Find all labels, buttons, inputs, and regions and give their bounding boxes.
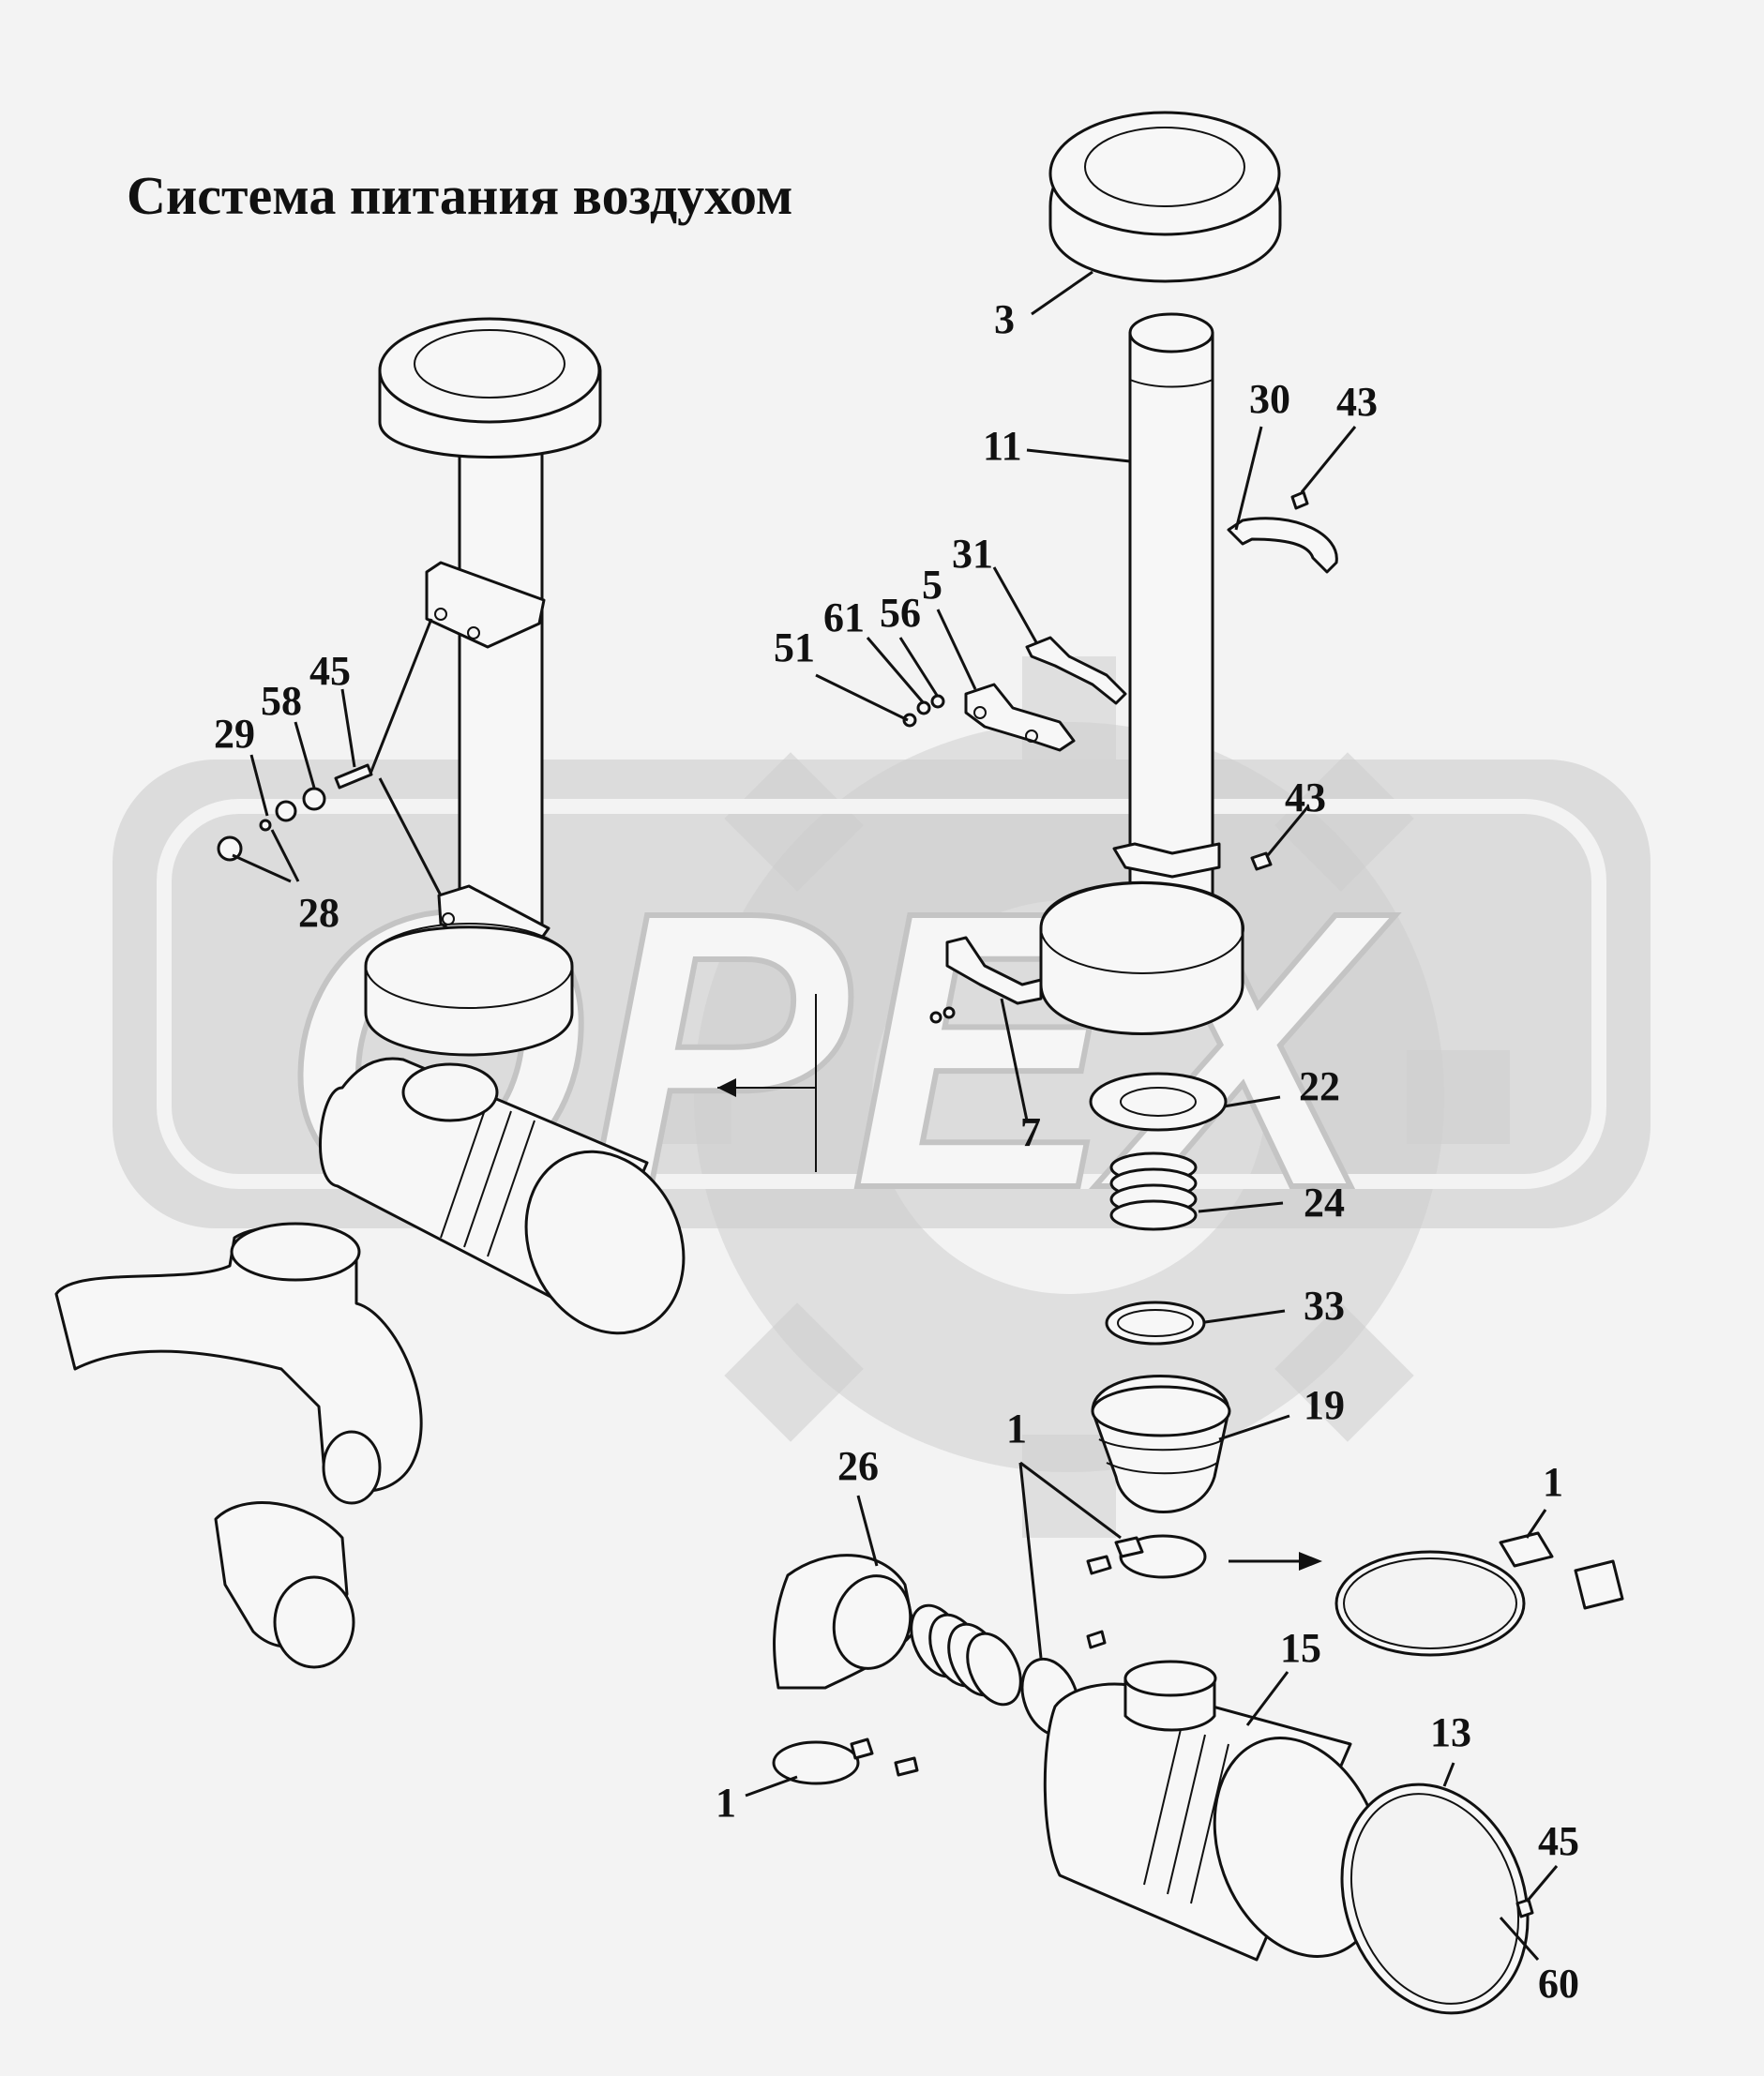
label-33: 33 (1304, 1283, 1345, 1329)
part-11-pipe (1128, 331, 1214, 916)
label-56: 56 (880, 590, 921, 636)
part-5-bracket (964, 683, 1076, 752)
watermark-band-inner (157, 799, 1606, 1189)
label-30: 30 (1249, 376, 1290, 422)
part-61-washer (916, 700, 931, 715)
part-29-washer (275, 800, 297, 822)
part-30-clamp (1227, 517, 1338, 574)
part-51-nut (902, 713, 917, 728)
label-45-right: 45 (1538, 1818, 1579, 1864)
right-filter-cup (1039, 880, 1244, 1035)
part-56-washer (930, 694, 945, 709)
label-26: 26 (837, 1443, 879, 1489)
label-11: 11 (983, 423, 1022, 469)
part-28-nut (217, 835, 243, 862)
part-58-washer (302, 787, 326, 811)
part-45-bolt-lower (1515, 1898, 1534, 1918)
label-5: 5 (922, 562, 942, 608)
label-43-top: 43 (1336, 379, 1378, 425)
label-19: 19 (1304, 1382, 1345, 1428)
label-43-mid: 43 (1285, 775, 1326, 820)
part-43-bolt-top (1290, 490, 1309, 510)
label-3: 3 (994, 296, 1015, 342)
part-43-bolt-mid (1250, 851, 1273, 871)
label-29: 29 (214, 711, 255, 757)
label-61: 61 (823, 594, 865, 640)
label-28: 28 (298, 890, 339, 936)
assembled-air-filter (54, 317, 817, 1669)
leader-lines (232, 270, 1559, 1961)
label-7: 7 (1020, 1109, 1041, 1155)
intake-elbow (54, 1225, 423, 1493)
part-33-ring (1105, 1301, 1206, 1346)
part-45-bolt (334, 763, 373, 790)
label-15: 15 (1280, 1625, 1321, 1671)
part-24-spring (1109, 1151, 1198, 1231)
label-51: 51 (774, 624, 815, 670)
right-lower-clamp (1112, 842, 1221, 879)
label-1-middle: 1 (1006, 1406, 1027, 1452)
label-58: 58 (261, 678, 302, 724)
label-1-lower: 1 (716, 1780, 736, 1826)
label-24: 24 (1304, 1180, 1345, 1226)
label-13: 13 (1430, 1709, 1471, 1755)
left-upper-clamp (425, 561, 546, 649)
part-31-bracket (1025, 636, 1127, 705)
label-45-left: 45 (309, 648, 351, 694)
label-22: 22 (1299, 1063, 1340, 1109)
part-labels: 3 11 30 43 31 5 56 61 51 45 58 29 28 43 … (214, 296, 1579, 2007)
exploded-air-filter (217, 111, 1624, 2015)
label-31: 31 (952, 531, 993, 577)
page-title: Система питания воздухом (127, 165, 793, 226)
left-filter-cup (364, 925, 574, 1057)
part-1-clamp-lower (772, 1740, 860, 1785)
part-22-ring (1089, 1072, 1228, 1132)
small-bellows (910, 1603, 1022, 1707)
label-1-detail: 1 (1543, 1459, 1563, 1505)
label-60: 60 (1538, 1961, 1579, 2007)
